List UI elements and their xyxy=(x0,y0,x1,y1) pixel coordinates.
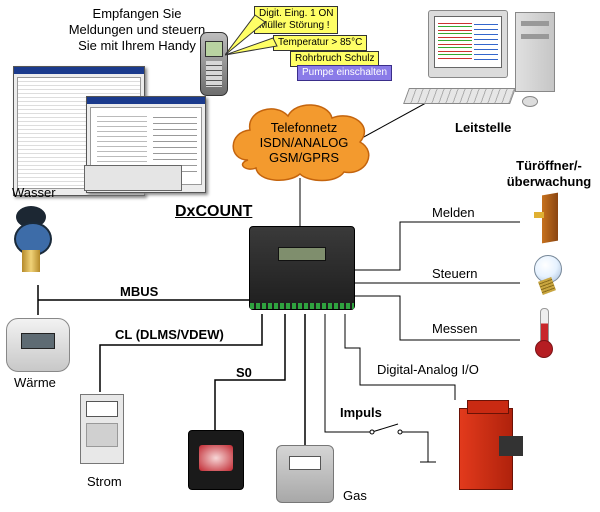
intro-text: Empfangen Sie Meldungen und steuern Sie … xyxy=(68,6,206,53)
cl-label: CL (DLMS/VDEW) xyxy=(115,327,224,342)
mouse-icon xyxy=(522,96,538,107)
gas-meter-icon xyxy=(276,445,334,503)
message-pump: Pumpe einschalten xyxy=(297,65,393,81)
water-meter-icon xyxy=(10,206,52,272)
network-label: Telefonnetz ISDN/ANALOG GSM/GPRS xyxy=(259,120,349,165)
s0-meter-icon xyxy=(188,430,244,490)
message-temperature: Temperatur > 85°C xyxy=(273,35,368,51)
power-label: Strom xyxy=(87,474,122,489)
boiler-icon xyxy=(459,400,523,496)
door-label: Türöffner/- überwachung xyxy=(506,158,592,189)
electricity-meter-icon xyxy=(80,394,124,464)
impuls-label: Impuls xyxy=(340,405,382,420)
device-name: DxCOUNT xyxy=(175,203,253,220)
software-window-front xyxy=(84,165,182,191)
mobile-phone-icon xyxy=(200,32,228,96)
s0-label: S0 xyxy=(236,365,252,380)
thermometer-icon xyxy=(534,308,554,360)
pc-tower-icon xyxy=(515,12,555,92)
messen-label: Messen xyxy=(432,321,478,336)
door-icon xyxy=(528,192,566,244)
telephone-network-cloud xyxy=(232,104,370,182)
heat-label: Wärme xyxy=(14,375,56,390)
message-fan-pointer xyxy=(225,14,278,56)
steuern-label: Steuern xyxy=(432,266,478,281)
control-center-label: Leitstelle xyxy=(455,120,512,135)
dxcount-device xyxy=(249,226,355,310)
monitor-icon xyxy=(428,10,508,78)
heat-meter-icon xyxy=(6,318,70,372)
melden-label: Melden xyxy=(432,205,475,220)
gas-label: Gas xyxy=(343,488,367,503)
light-bulb-icon xyxy=(528,255,564,297)
mbus-label: MBUS xyxy=(120,284,159,299)
keyboard-icon xyxy=(403,88,516,104)
dio-label: Digital-Analog I/O xyxy=(377,362,479,377)
water-label: Wasser xyxy=(12,185,56,200)
